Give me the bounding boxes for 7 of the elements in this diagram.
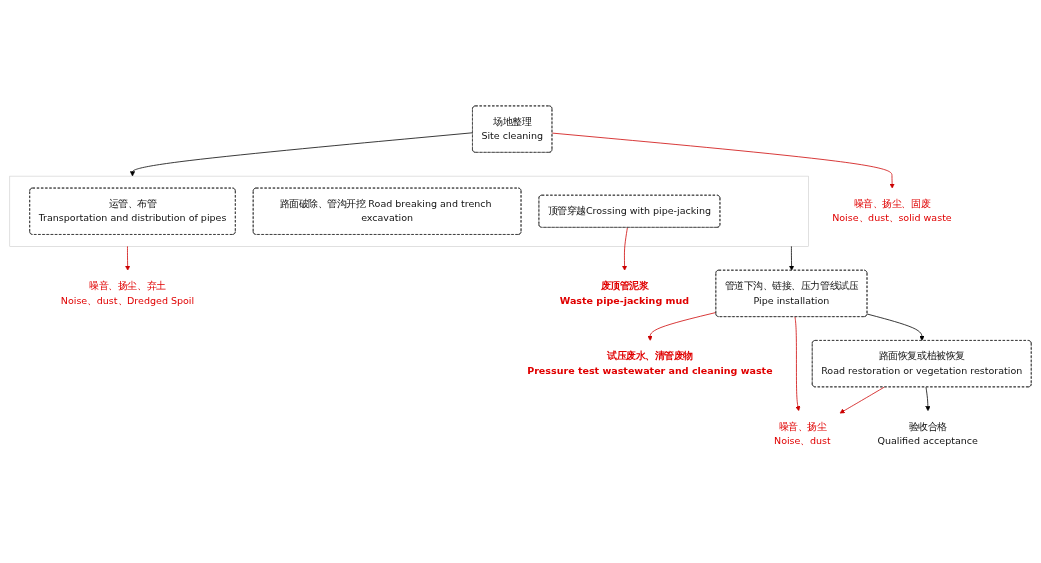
node-text: 噪音、扬尘、固废 Noise、dust、solid waste bbox=[832, 198, 952, 224]
node-text: 噪音、扬尘 Noise、dust bbox=[774, 420, 831, 447]
node-text: 废顶管泥浆 Waste pipe-jacking mud bbox=[559, 280, 690, 306]
node-text: 验收合格 Qualified acceptance bbox=[877, 420, 978, 447]
node-text: 试压废水、清管废物 Pressure test wastewater and cleaning waste bbox=[527, 350, 773, 377]
cluster bbox=[9, 175, 809, 247]
node-text: 噪音、扬尘、弃土 Noise、dust、Dredged Spoil bbox=[60, 280, 195, 306]
